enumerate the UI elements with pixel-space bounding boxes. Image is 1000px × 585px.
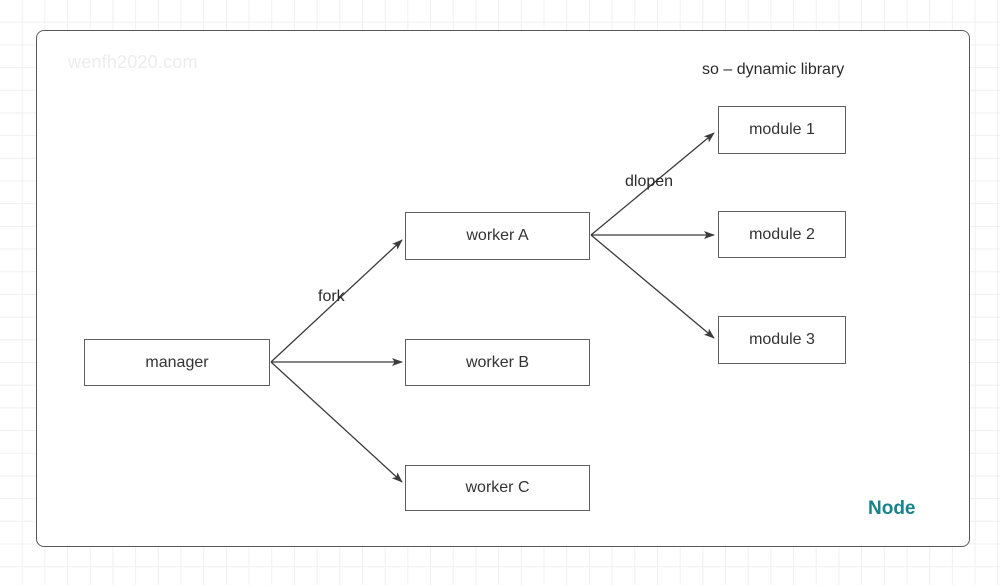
edge-label-dlopen: dlopen: [625, 173, 674, 190]
node-module-3[interactable]: module 3: [718, 316, 846, 364]
edge-label-fork: fork: [318, 288, 345, 305]
brand-label-node: Node: [868, 498, 916, 519]
section-title-dynamic-library: so – dynamic library: [702, 61, 845, 78]
node-worker-b[interactable]: worker B: [405, 339, 590, 386]
watermark-text: wenfh2020.com: [68, 52, 198, 72]
node-manager[interactable]: manager: [84, 339, 270, 386]
node-module-1[interactable]: module 1: [718, 106, 846, 154]
node-worker-c[interactable]: worker C: [405, 465, 590, 511]
node-worker-a[interactable]: worker A: [405, 212, 590, 260]
node-module-2[interactable]: module 2: [718, 211, 846, 258]
